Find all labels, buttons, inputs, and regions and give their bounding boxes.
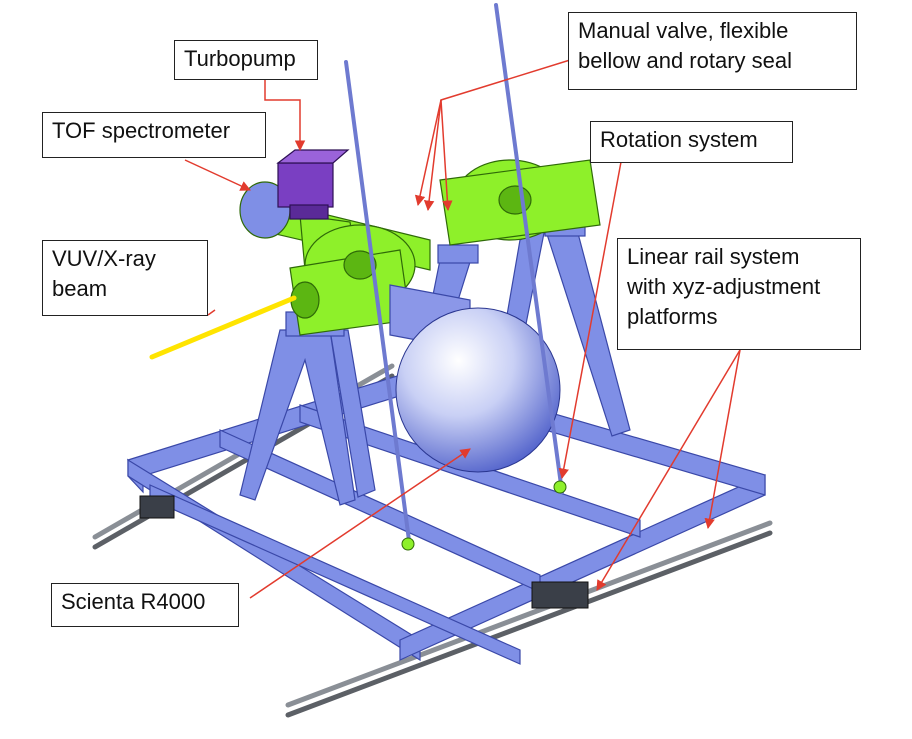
vuv-beam [149, 295, 297, 360]
label-linear-rail: Linear rail system with xyz-adjustment p… [617, 238, 861, 350]
label-vuv-line2: beam [52, 276, 108, 301]
label-tof-spectrometer: TOF spectrometer [42, 112, 266, 158]
leader-lines [184, 59, 741, 599]
label-rotation-system: Rotation system [590, 121, 793, 163]
label-vuv-beam: VUV/X-ray beam [42, 240, 208, 316]
label-turbopump: Turbopump [174, 40, 318, 80]
label-rotation-text: Rotation system [600, 127, 758, 152]
turbopump-unit [276, 149, 350, 220]
label-valve-line2: bellow and rotary seal [578, 48, 793, 73]
label-manual-valve: Manual valve, flexible bellow and rotary… [568, 12, 857, 90]
label-tof-text: TOF spectrometer [52, 118, 231, 143]
label-rail-line1: Linear rail system [627, 244, 800, 269]
label-valve-line1: Manual valve, flexible [578, 18, 789, 43]
label-vuv-line1: VUV/X-ray [52, 246, 156, 271]
label-turbopump-text: Turbopump [184, 46, 296, 71]
vacuum-chambers [239, 159, 601, 336]
rail-carriages [139, 495, 589, 609]
label-scienta-text: Scienta R4000 [61, 589, 206, 614]
label-scienta: Scienta R4000 [51, 583, 239, 627]
label-rail-line3: platforms [627, 304, 718, 329]
label-rail-line2: with xyz-adjustment [627, 274, 821, 299]
rod-clamps [401, 480, 567, 551]
scienta-sphere [395, 307, 561, 473]
support-rods [344, 3, 564, 550]
